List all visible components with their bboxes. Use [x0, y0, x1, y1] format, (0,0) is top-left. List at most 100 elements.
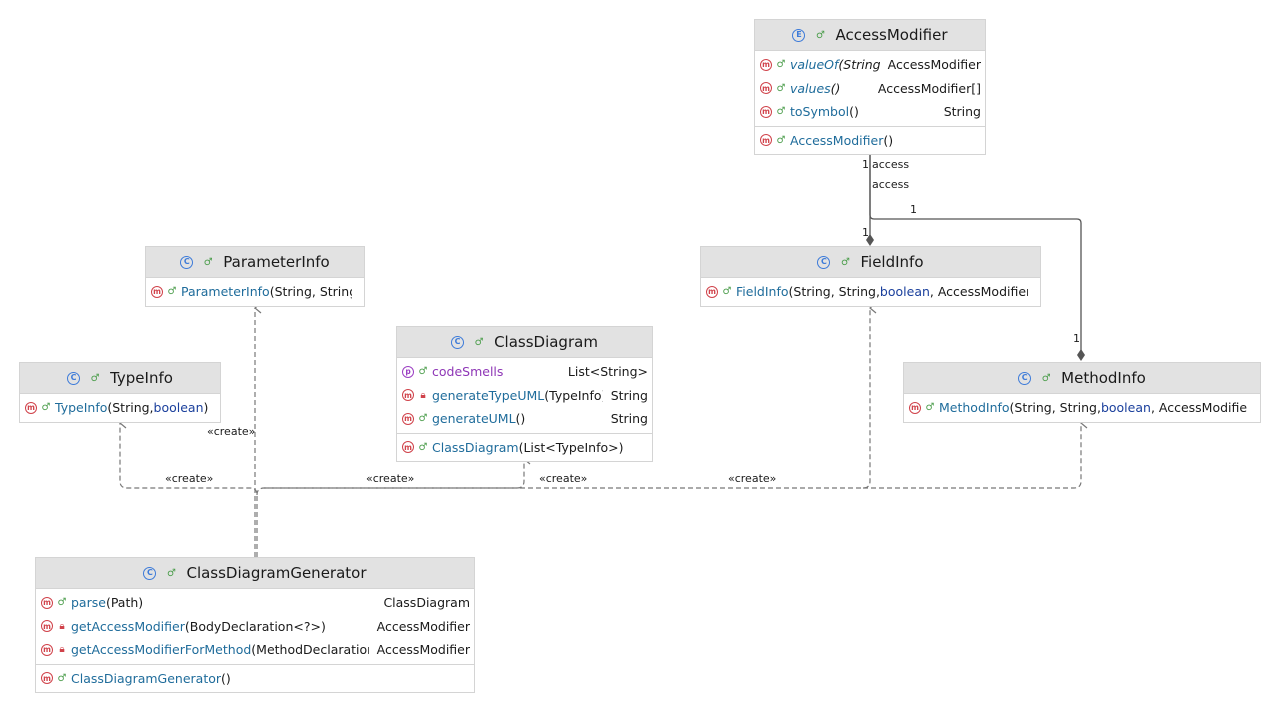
create-dependency-edges [119, 302, 1088, 557]
class-node-classdiagramgenerator[interactable]: C ♂ ClassDiagramGenerator m♂parse(Path)C… [35, 557, 475, 693]
member-params: , AccessModifier) [1150, 400, 1248, 416]
member-params: (Path) [105, 595, 144, 611]
class-node-accessmodifier[interactable]: E ♂ AccessModifier m♂valueOf(String)Acce… [754, 19, 986, 155]
member-signature: m♂ClassDiagram(List<TypeInfo>) [402, 440, 640, 455]
node-header[interactable]: C ♂ ClassDiagramGenerator [36, 558, 474, 589]
member-signature: m♂AccessModifier() [760, 133, 973, 148]
class-icon: C [451, 335, 465, 349]
node-title: TypeInfo [110, 369, 173, 387]
method-icon: m [760, 58, 772, 71]
multiplicity-label: 1 [1073, 332, 1080, 345]
member-params: () [830, 80, 841, 96]
member-name: codeSmells [432, 364, 504, 380]
member-params: , AccessModifier) [929, 284, 1028, 300]
member-params: (String) [838, 57, 879, 73]
member-signature: m♂valueOf(String) [760, 57, 880, 72]
member-row[interactable]: m♂FieldInfo(String, String, boolean, Acc… [701, 280, 1040, 304]
member-row[interactable]: m♂values()AccessModifier[] [755, 77, 985, 101]
node-title: ClassDiagramGenerator [186, 564, 367, 582]
member-type: String [610, 387, 648, 403]
node-header[interactable]: C ♂ FieldInfo [701, 247, 1040, 278]
member-params: () [221, 670, 231, 686]
public-visibility-icon: ♂ [41, 402, 51, 414]
class-node-fieldinfo[interactable]: C ♂ FieldInfo m♂FieldInfo(String, String… [700, 246, 1041, 307]
class-node-parameterinfo[interactable]: C ♂ ParameterInfo m♂ParameterInfo(String… [145, 246, 365, 307]
member-name: ClassDiagram [432, 439, 519, 455]
member-row[interactable]: m♂ClassDiagram(List<TypeInfo>) [397, 436, 652, 460]
member-row[interactable]: m♂generateUML()String [397, 407, 652, 431]
public-visibility-icon: ♂ [776, 82, 786, 94]
member-row[interactable]: m🔒︎getAccessModifier(BodyDeclaration<?>)… [36, 615, 474, 639]
member-signature: m♂FieldInfo(String, String, boolean, Acc… [706, 284, 1028, 299]
member-row[interactable]: m♂MethodInfo(String, String, boolean, Ac… [904, 396, 1260, 420]
composition-diamond-fieldinfo [866, 234, 874, 246]
member-signature: m🔒︎getAccessModifierForMethod(MethodDecl… [41, 642, 369, 657]
member-signature: m🔒︎generateTypeUML(TypeInfo) [402, 388, 603, 403]
node-header[interactable]: C ♂ TypeInfo [20, 363, 220, 394]
method-icon: m [402, 389, 414, 402]
node-title: AccessModifier [835, 26, 948, 44]
public-visibility-icon: ♂ [203, 256, 213, 268]
member-row[interactable]: m♂ClassDiagramGenerator() [36, 667, 474, 691]
member-name: toSymbol [790, 104, 850, 120]
member-name: AccessModifier [790, 132, 884, 148]
node-title: FieldInfo [860, 253, 924, 271]
public-visibility-icon: ♂ [57, 597, 67, 609]
class-icon: C [67, 371, 81, 385]
member-name: FieldInfo [736, 284, 789, 300]
constructors-section: m♂MethodInfo(String, String, boolean, Ac… [904, 394, 1260, 422]
member-params: ) [203, 400, 208, 416]
keyword-text: boolean [1100, 400, 1151, 416]
method-icon: m [909, 401, 921, 414]
class-node-methodinfo[interactable]: C ♂ MethodInfo m♂MethodInfo(String, Stri… [903, 362, 1261, 423]
class-node-typeinfo[interactable]: C ♂ TypeInfo m♂TypeInfo(String, boolean) [19, 362, 221, 423]
public-visibility-icon: ♂ [57, 672, 67, 684]
method-icon: m [41, 643, 53, 656]
edge-methodinfo-accessmodifier[interactable] [869, 150, 1082, 354]
multiplicity-label: 1 [862, 158, 869, 171]
member-type: List<String> [567, 364, 648, 380]
role-label: access [872, 158, 910, 171]
node-header[interactable]: C ♂ ParameterInfo [146, 247, 364, 278]
member-name: ClassDiagramGenerator [71, 670, 222, 686]
private-lock-icon: 🔒︎ [59, 620, 65, 632]
multiplicity-label: 1 [862, 226, 869, 239]
multiplicity-label: 1 [910, 203, 917, 216]
constructors-section: m♂FieldInfo(String, String, boolean, Acc… [701, 278, 1040, 306]
member-row[interactable]: m🔒︎getAccessModifierForMethod(MethodDecl… [36, 638, 474, 662]
public-visibility-icon: ♂ [90, 372, 100, 384]
member-params: () [849, 104, 859, 120]
node-header[interactable]: E ♂ AccessModifier [755, 20, 985, 51]
member-name: TypeInfo [55, 400, 108, 416]
class-icon: C [143, 566, 157, 580]
member-params: (List<TypeInfo>) [518, 439, 624, 455]
member-row[interactable]: m♂toSymbol()String [755, 100, 985, 124]
member-params: (String, String) [269, 284, 352, 300]
member-row[interactable]: m♂AccessModifier() [755, 129, 985, 153]
member-row[interactable]: m♂TypeInfo(String, boolean) [20, 396, 220, 420]
node-title: ClassDiagram [494, 333, 598, 351]
method-icon: m [760, 134, 772, 147]
constructors-section: m♂ClassDiagramGenerator() [36, 665, 474, 693]
public-visibility-icon: ♂ [167, 286, 177, 298]
class-icon: C [180, 255, 194, 269]
public-visibility-icon: ♂ [166, 567, 176, 579]
edge-create-fieldinfo[interactable] [264, 302, 877, 489]
member-name: values [790, 80, 831, 96]
edge-create-methodinfo[interactable] [863, 417, 1088, 489]
member-row[interactable]: m🔒︎generateTypeUML(TypeInfo) String [397, 384, 652, 408]
member-row[interactable]: m♂parse(Path)ClassDiagram [36, 591, 474, 615]
method-icon: m [41, 620, 53, 633]
edge-create-typeinfo[interactable] [119, 417, 258, 557]
node-title: MethodInfo [1061, 369, 1146, 387]
node-header[interactable]: C ♂ ClassDiagram [397, 327, 652, 358]
member-name: generateTypeUML [432, 387, 545, 403]
public-visibility-icon: ♂ [1041, 372, 1051, 384]
node-header[interactable]: C ♂ MethodInfo [904, 363, 1260, 394]
member-row[interactable]: m♂valueOf(String)AccessModifier [755, 53, 985, 77]
public-visibility-icon: ♂ [418, 441, 428, 453]
member-row[interactable]: m♂ParameterInfo(String, String) [146, 280, 364, 304]
